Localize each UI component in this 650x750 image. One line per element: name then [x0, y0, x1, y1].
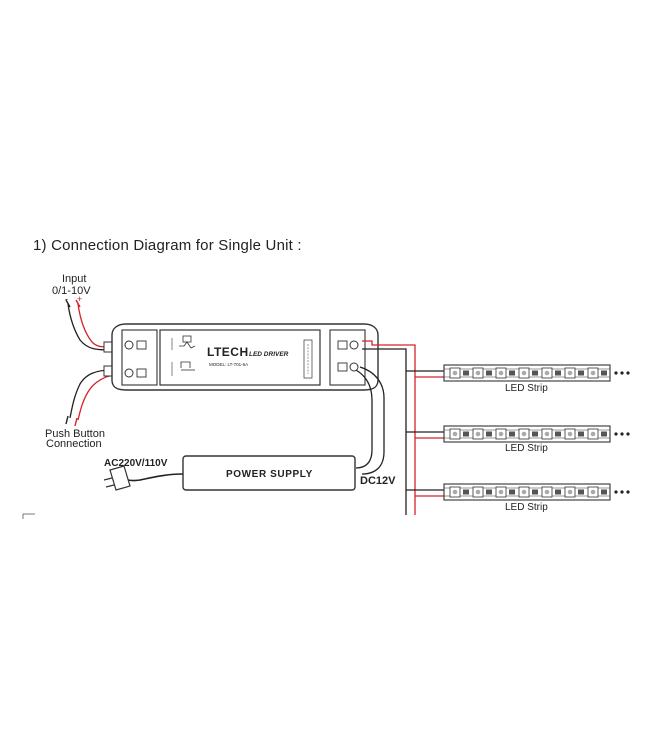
push-button-label-line2: Connection — [46, 438, 102, 450]
strip-resistor — [532, 431, 538, 437]
input-range: 0/1-10V — [52, 285, 91, 297]
input-minus: - — [65, 294, 68, 304]
led-chip-lens — [498, 370, 504, 376]
driver-push-icon — [171, 361, 195, 376]
led-chip-lens — [452, 431, 458, 437]
input-wires — [65, 299, 119, 353]
driver-input-icon — [171, 335, 196, 350]
led-chip-lens — [567, 370, 573, 376]
strip-resistor — [578, 489, 584, 495]
strip-resistor — [509, 370, 515, 376]
input-plus: + — [77, 294, 82, 304]
corner-mark — [22, 513, 35, 519]
led-strip-3-label: LED Strip — [505, 502, 548, 513]
strip-resistor — [601, 489, 607, 495]
led-chip-lens — [567, 431, 573, 437]
strip-resistor — [578, 370, 584, 376]
led-strip-2-label: LED Strip — [505, 443, 548, 454]
strip-resistor — [555, 489, 561, 495]
push-button-wires — [65, 365, 119, 427]
driver-brand: LTECH — [207, 345, 249, 359]
strip-resistor — [486, 431, 492, 437]
diagram-title: 1) Connection Diagram for Single Unit : — [33, 237, 302, 254]
strip-resistor — [555, 370, 561, 376]
led-chip-lens — [475, 431, 481, 437]
input-label: Input — [62, 273, 86, 285]
led-chip-lens — [590, 489, 596, 495]
led-chip-lens — [590, 431, 596, 437]
strip-resistor — [532, 370, 538, 376]
strip-resistor — [486, 489, 492, 495]
power-supply — [103, 366, 385, 491]
dc-output-label: DC12V — [360, 475, 396, 487]
led-chip-lens — [521, 370, 527, 376]
power-supply-label: POWER SUPPLY — [226, 469, 313, 480]
strip-resistor — [486, 370, 492, 376]
led-driver-unit — [111, 323, 379, 391]
led-chip-lens — [452, 370, 458, 376]
strip-resistor — [463, 431, 469, 437]
led-strip-1-label: LED Strip — [505, 383, 548, 394]
led-chip-lens — [498, 489, 504, 495]
strip-resistor — [532, 489, 538, 495]
strip-resistor — [601, 431, 607, 437]
strip-resistor — [555, 431, 561, 437]
ac-input-label: AC220V/110V — [104, 458, 168, 469]
led-chip-lens — [590, 370, 596, 376]
strip-resistor — [463, 370, 469, 376]
driver-name: LED DRIVER — [249, 351, 289, 358]
led-chip-lens — [498, 431, 504, 437]
strip-continuation-dots — [614, 371, 630, 494]
led-chip-lens — [544, 489, 550, 495]
output-wires — [362, 340, 444, 515]
driver-model: MODEL: LT-701-6A — [209, 362, 248, 367]
led-chip-lens — [452, 489, 458, 495]
led-chip-lens — [475, 489, 481, 495]
led-chip-lens — [544, 431, 550, 437]
led-chip-lens — [521, 431, 527, 437]
led-chip-lens — [475, 370, 481, 376]
led-chip-lens — [567, 489, 573, 495]
strip-resistor — [601, 370, 607, 376]
strip-resistor — [509, 431, 515, 437]
led-chip-lens — [544, 370, 550, 376]
strip-resistor — [578, 431, 584, 437]
push-button-label-line1: Push Button — [45, 428, 105, 440]
led-chip-lens — [521, 489, 527, 495]
strip-resistor — [509, 489, 515, 495]
strip-resistor — [463, 489, 469, 495]
